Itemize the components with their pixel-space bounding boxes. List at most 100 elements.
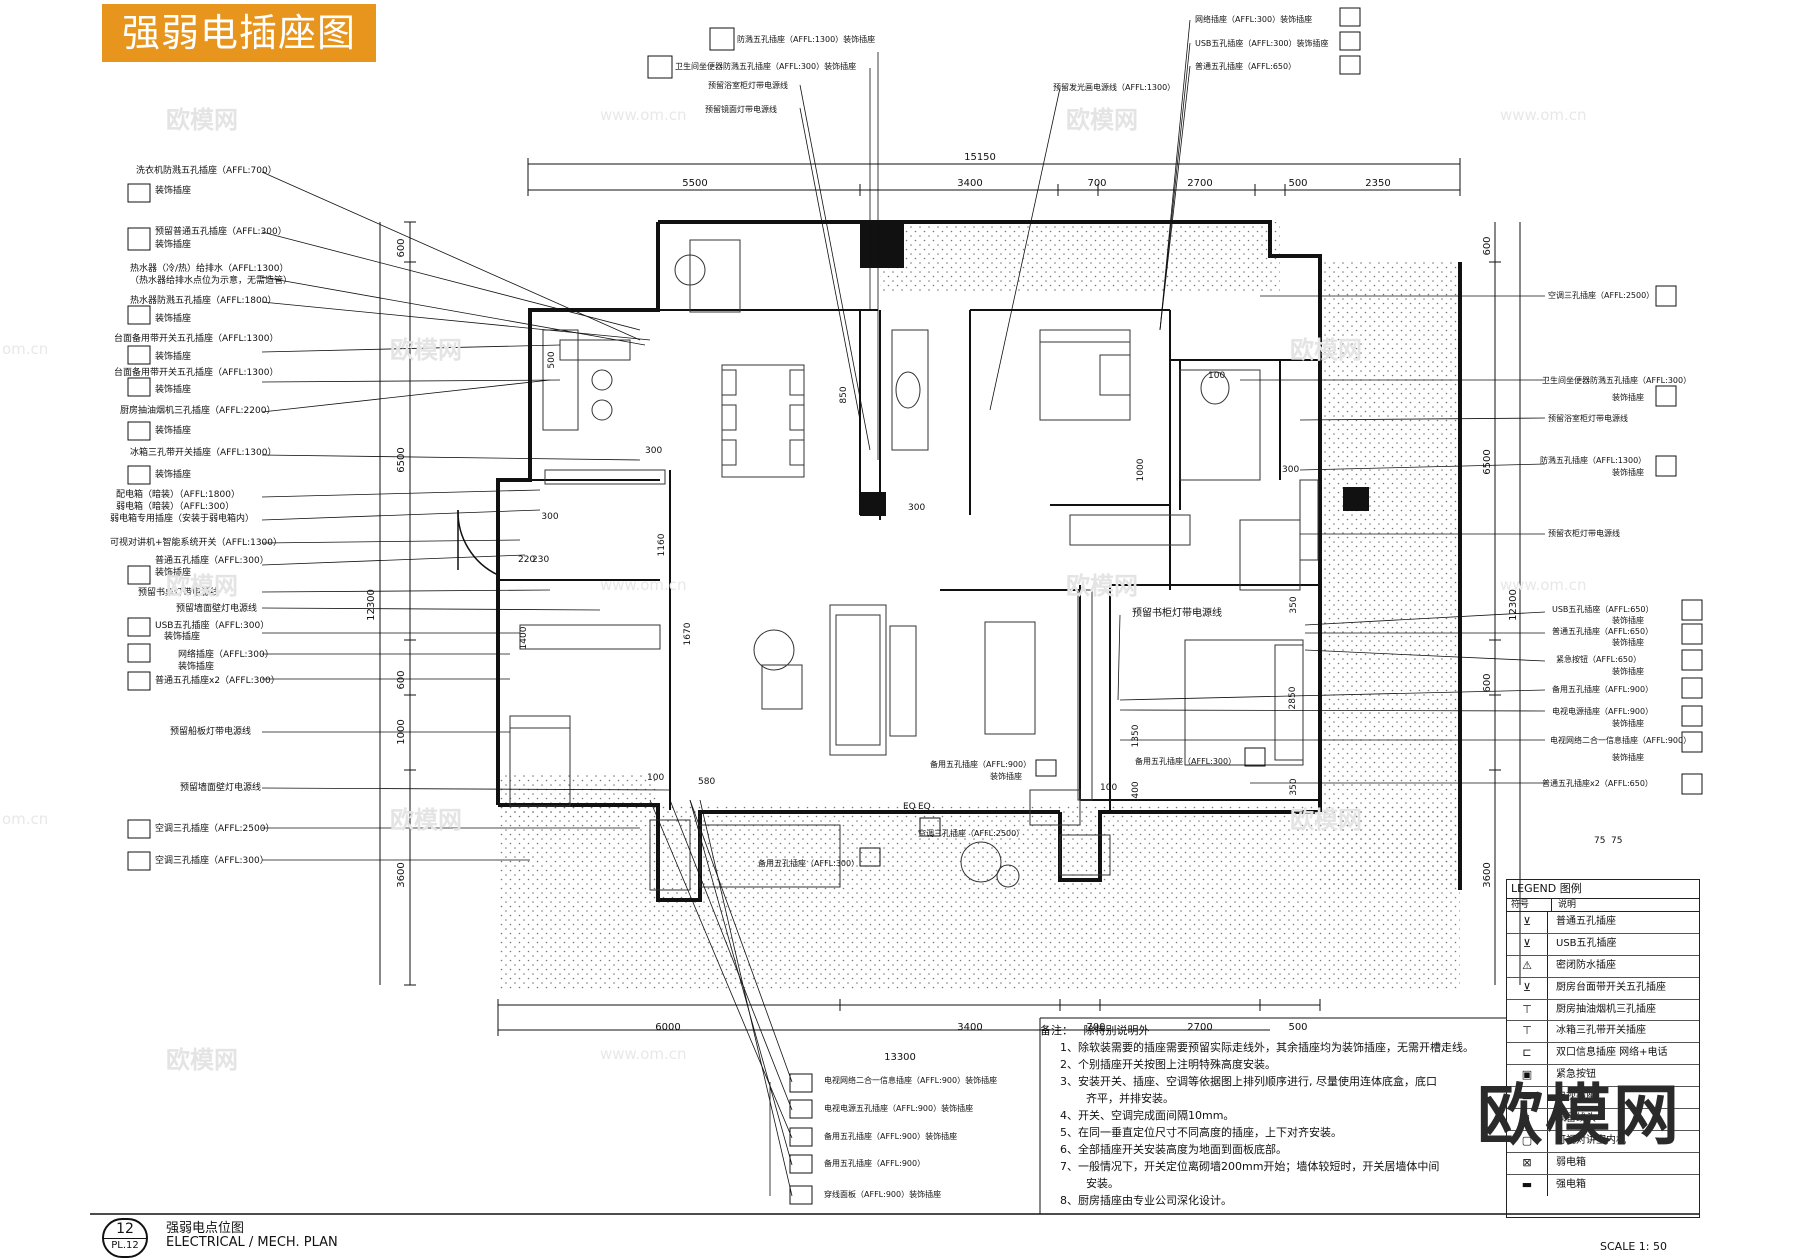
- dim-bottom-1: 3400: [957, 1022, 982, 1033]
- callout-left-19: 可视对讲机+智能系统开关（AFFL:1300）: [110, 538, 283, 548]
- dim-inner-21: 75: [1594, 836, 1605, 846]
- legend-label: USB五孔插座: [1556, 937, 1617, 949]
- data-socket-icon: ⊏: [1507, 1043, 1548, 1065]
- note-item: 7、一般情况下，开关定位离砌墙200mm开始；墙体较短时，开关居墙体中间: [1060, 1160, 1440, 1173]
- watermark-logo: 欧模网: [1066, 572, 1138, 600]
- dim-inner-1: 300: [541, 512, 558, 522]
- callout-left-20: 普通五孔插座（AFFL:300）: [155, 556, 269, 566]
- callout-left-11: 装饰插座: [155, 385, 192, 395]
- legend-label: 密闭防水插座: [1556, 959, 1616, 971]
- callout-right-6: 预留衣柜灯带电源线: [1548, 529, 1620, 538]
- intercom-icon: ▢: [1507, 1130, 1548, 1152]
- callout-left-1: 装饰插座: [155, 186, 192, 196]
- callout-right-12: 装饰插座: [1612, 667, 1644, 676]
- dim-inner-9: 300: [908, 503, 925, 513]
- callout-right-15: 装饰插座: [1612, 719, 1644, 728]
- callout-left-30: 预留墙面壁灯电源线: [180, 783, 262, 793]
- dim-inner-11: 300: [1282, 465, 1299, 475]
- washer: [674, 254, 706, 286]
- dim-bottom-2: 700: [1086, 1022, 1105, 1033]
- callout-left-5: （热水器给排水点位为示意，无需造管）: [130, 276, 293, 286]
- entry-door: [457, 509, 499, 576]
- dim-inner-12: 500: [547, 351, 557, 368]
- armchair: [753, 629, 795, 671]
- dim-right-4: 3600: [1482, 862, 1493, 887]
- wardrobe: [1239, 519, 1301, 591]
- callout-interior-0: 预留书柜灯带电源线: [1132, 608, 1222, 619]
- watermark-logo: 欧模网: [1066, 106, 1138, 134]
- callout-interior-2: 装饰插座: [990, 772, 1022, 781]
- callout-left-0: 洗衣机防溅五孔插座（AFFL:700）: [136, 166, 277, 176]
- shaft-2: [860, 492, 886, 516]
- tv-icon: ▭: [1507, 1087, 1548, 1109]
- callout-bottom-4: 穿线面板（AFFL:900）装饰插座: [824, 1190, 942, 1199]
- callout-right-1: 卫生间坐便器防溅五孔插座（AFFL:300）: [1542, 376, 1692, 385]
- watermark-logo: 欧模网: [166, 106, 238, 134]
- title-block: 强弱电点位图 ELECTRICAL / MECH. PLAN: [166, 1222, 338, 1250]
- callout-right-10: 装饰插座: [1612, 638, 1644, 647]
- sofa: [829, 604, 887, 756]
- callout-right-7: USB五孔插座（AFFL:650）: [1552, 605, 1654, 614]
- legend-label: 可视对讲室内机: [1556, 1134, 1626, 1146]
- coffee-table: [889, 625, 917, 737]
- legend-table: LEGEND 图例 符号说明 ⊻普通五孔插座 ⊻USB五孔插座 ⚠密闭防水插座 …: [1506, 879, 1700, 1218]
- dim-right-3: 600: [1482, 673, 1493, 692]
- bath-2: [1179, 369, 1261, 481]
- callout-right-11: 紧急按钮（AFFL:650）: [1556, 655, 1642, 664]
- legend-label: 双口信息插座 网络+电话: [1556, 1047, 1668, 1059]
- scale-label: SCALE 1: 50: [1600, 1240, 1667, 1253]
- dim-inner-0: 1160: [657, 533, 667, 556]
- legend-label: 紧急按钮: [1556, 1069, 1596, 1081]
- legend-label: 强电箱: [1556, 1178, 1586, 1190]
- switched-socket-icon: ⊻: [1507, 977, 1548, 999]
- callout-right-14: 电视电源插座（AFFL:900）: [1552, 707, 1654, 716]
- callout-left-27: 装饰插座: [178, 662, 215, 672]
- callout-left-2: 预留普通五孔插座（AFFL:300）: [155, 227, 287, 237]
- dim-bottom-3: 2700: [1187, 1022, 1212, 1033]
- terrace-bottom-left: [498, 775, 658, 815]
- socket-icon: ⊻: [1507, 912, 1548, 933]
- note-item: 4、开关、空调完成面间隔10mm。: [1060, 1109, 1235, 1122]
- legend-title: LEGEND 图例: [1507, 880, 1699, 899]
- watermark-large: 欧模网: [1477, 1077, 1681, 1154]
- dim-top-3: 2700: [1187, 178, 1212, 189]
- weak-box-icon: ⊠: [1507, 1152, 1548, 1174]
- desk-left: [519, 624, 661, 650]
- callout-interior-1: 备用五孔插座（AFFL:900）: [930, 760, 1032, 769]
- callout-right-9: 普通五孔插座（AFFL:650）: [1552, 627, 1654, 636]
- dim-top-total: 15150: [964, 152, 996, 163]
- notes-block: 备注： 除特别说明外 1、除软装需要的插座需要预留实际走线外，其余插座均为装饰插…: [1040, 1022, 1500, 1209]
- watermark-site: www.om.cn: [1500, 576, 1587, 594]
- dim-inner-18: 400: [1131, 781, 1141, 798]
- callout-interior-6: EQ: [903, 802, 916, 812]
- dim-inner-6: 580: [698, 777, 715, 787]
- waterproof-socket-icon: ⚠: [1507, 955, 1548, 977]
- callout-left-15: 装饰插座: [155, 470, 192, 480]
- tv-wall: [1077, 589, 1093, 801]
- callout-left-21: 装饰插座: [155, 568, 192, 578]
- legend-label: 弱电箱: [1556, 1156, 1586, 1168]
- note-item: 1、除软装需要的插座需要预留实际走线外，其余插座均为装饰插座，无需开槽走线。: [1060, 1041, 1474, 1054]
- callout-left-22: 预留书桌灯带电源线: [138, 588, 220, 598]
- watermark-logo: 欧模网: [390, 336, 462, 364]
- callout-left-3: 装饰插座: [155, 240, 192, 250]
- title-en: ELECTRICAL / MECH. PLAN: [166, 1235, 338, 1250]
- drawing-title: 强弱电插座图: [102, 4, 376, 62]
- legend-label: 电视插座: [1556, 1091, 1596, 1103]
- terrace-right: [1320, 262, 1460, 888]
- callout-left-8: 台面备用带开关五孔插座（AFFL:1300）: [114, 334, 279, 344]
- power-box-icon: ▬: [1507, 1174, 1548, 1196]
- callout-top-0: 防溅五孔插座（AFFL:1300）装饰插座: [737, 35, 876, 44]
- callout-top-3: 预留镜面灯带电源线: [705, 105, 777, 114]
- watermark-logo: 欧模网: [390, 806, 462, 834]
- plate-icon: ▯: [1507, 1109, 1548, 1130]
- hood-socket-icon: ⊤: [1507, 999, 1548, 1021]
- note-item: 齐平，并排安装。: [1086, 1092, 1174, 1105]
- note-item: 3、安装开关、插座、空调等依据图上排列顺序进行, 尽量使用连体底盒，底口: [1060, 1075, 1437, 1088]
- callout-right-8: 装饰插座: [1612, 616, 1644, 625]
- button-icon: ▣: [1507, 1065, 1548, 1087]
- dim-inner-17: 2850: [1288, 686, 1298, 709]
- callout-bottom-0: 电视网络二合一信息插座（AFFL:900）装饰插座: [824, 1076, 998, 1085]
- outer-wall: [496, 222, 660, 805]
- dim-inner-13: 100: [1208, 371, 1225, 381]
